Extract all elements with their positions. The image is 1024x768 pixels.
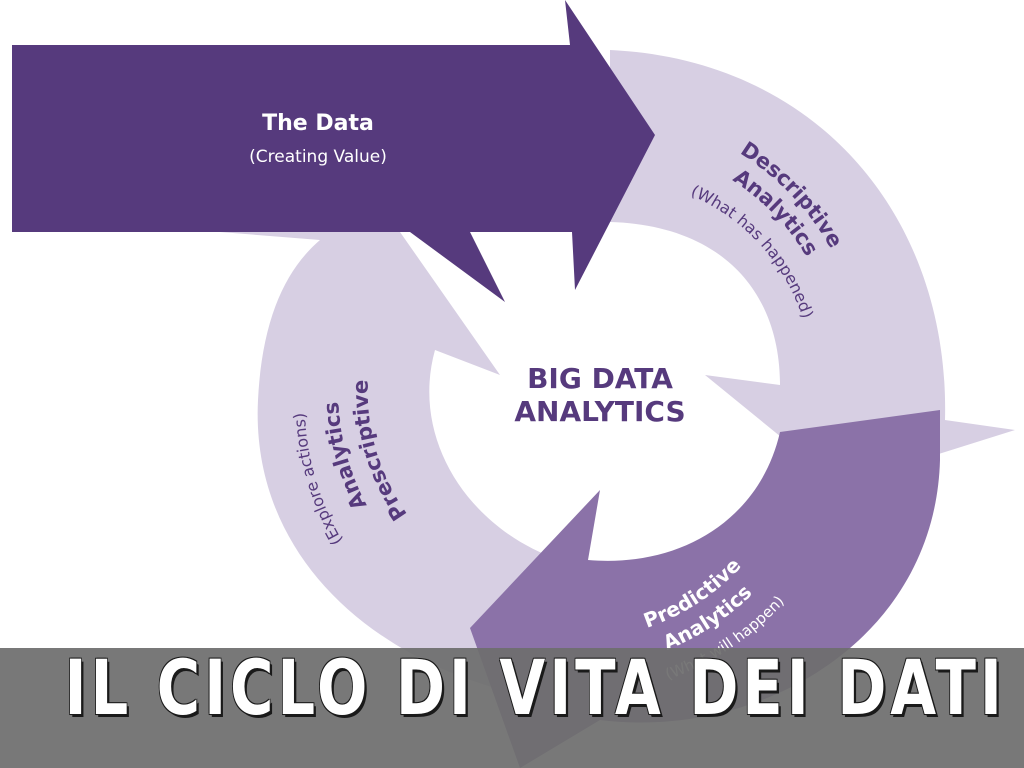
banner-title: IL CICLO DI VITA DEI DATI bbox=[64, 643, 1006, 732]
title-banner bbox=[0, 648, 1024, 768]
the-data-subtitle: (Creating Value) bbox=[249, 147, 387, 167]
prescriptive-segment bbox=[220, 232, 560, 700]
the-data-title: The Data bbox=[262, 111, 374, 136]
center-title-line1: BIG DATA bbox=[527, 362, 673, 395]
the-data-arrow bbox=[12, 0, 655, 302]
descriptive-segment bbox=[610, 50, 1015, 485]
center-title-line2: ANALYTICS bbox=[514, 395, 685, 428]
